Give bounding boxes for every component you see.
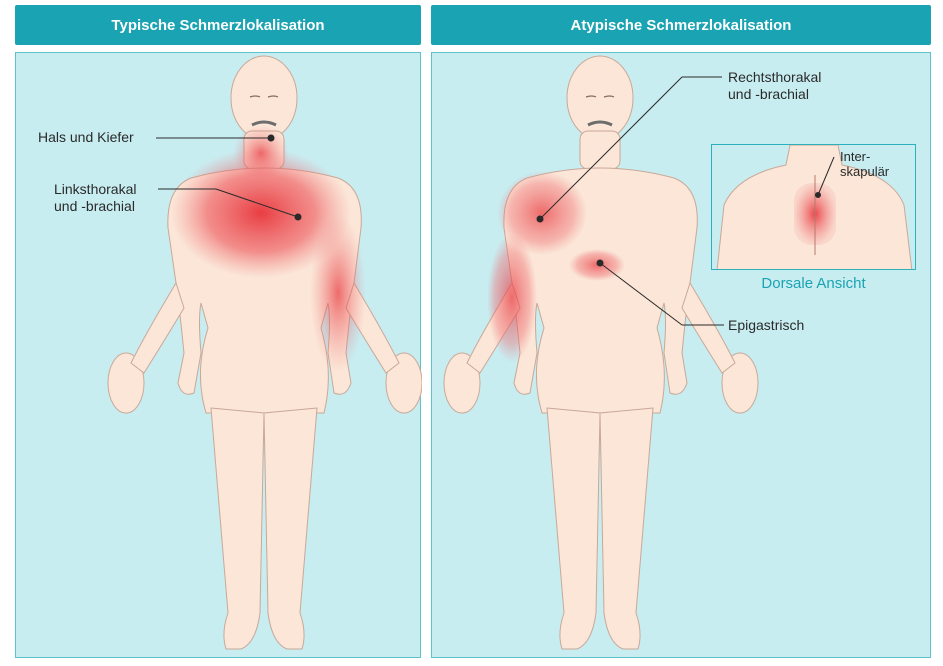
pain-zone-right-thorax <box>497 171 587 255</box>
epigastric-label: Epigastrisch <box>728 317 805 333</box>
face-features <box>249 95 279 127</box>
pain-zone-neck <box>233 125 289 181</box>
pain-zone-right-arm <box>487 233 537 363</box>
back-view-figure <box>716 145 913 269</box>
front-body-figure-atypical <box>443 55 759 650</box>
atypical-pain-header: Atypische Schmerzlokalisation <box>431 5 931 45</box>
face-features <box>585 95 615 127</box>
leader-lines <box>536 76 724 326</box>
pain-zone-chest <box>171 148 351 278</box>
neck-jaw-label: Hals und Kiefer <box>38 129 134 145</box>
right-thoracic-label: Rechtsthorakal und -brachial <box>728 69 822 102</box>
typical-pain-panel: Hals und Kiefer Linksthorakal und -brach… <box>15 52 422 658</box>
pain-zone-epigastric <box>569 249 625 281</box>
front-body-figure-typical <box>107 55 422 650</box>
left-thoracic-label: Linksthorakal und -brachial <box>54 181 137 214</box>
atypical-pain-panel: Rechtsthorakal und -brachial Epigastrisc… <box>431 52 931 658</box>
interscapular-label: Inter- skapulär <box>840 149 890 179</box>
dorsal-view-caption: Dorsale Ansicht <box>761 275 866 292</box>
atypical-pain-title: Atypische Schmerzlokalisation <box>570 16 792 34</box>
pain-zone-left-arm <box>310 213 366 373</box>
dorsal-view-inset: Inter- skapulär <box>711 144 916 270</box>
typical-pain-title: Typische Schmerzlokalisation <box>111 16 325 34</box>
leader-lines <box>156 134 302 221</box>
typical-pain-header: Typische Schmerzlokalisation <box>15 5 421 45</box>
